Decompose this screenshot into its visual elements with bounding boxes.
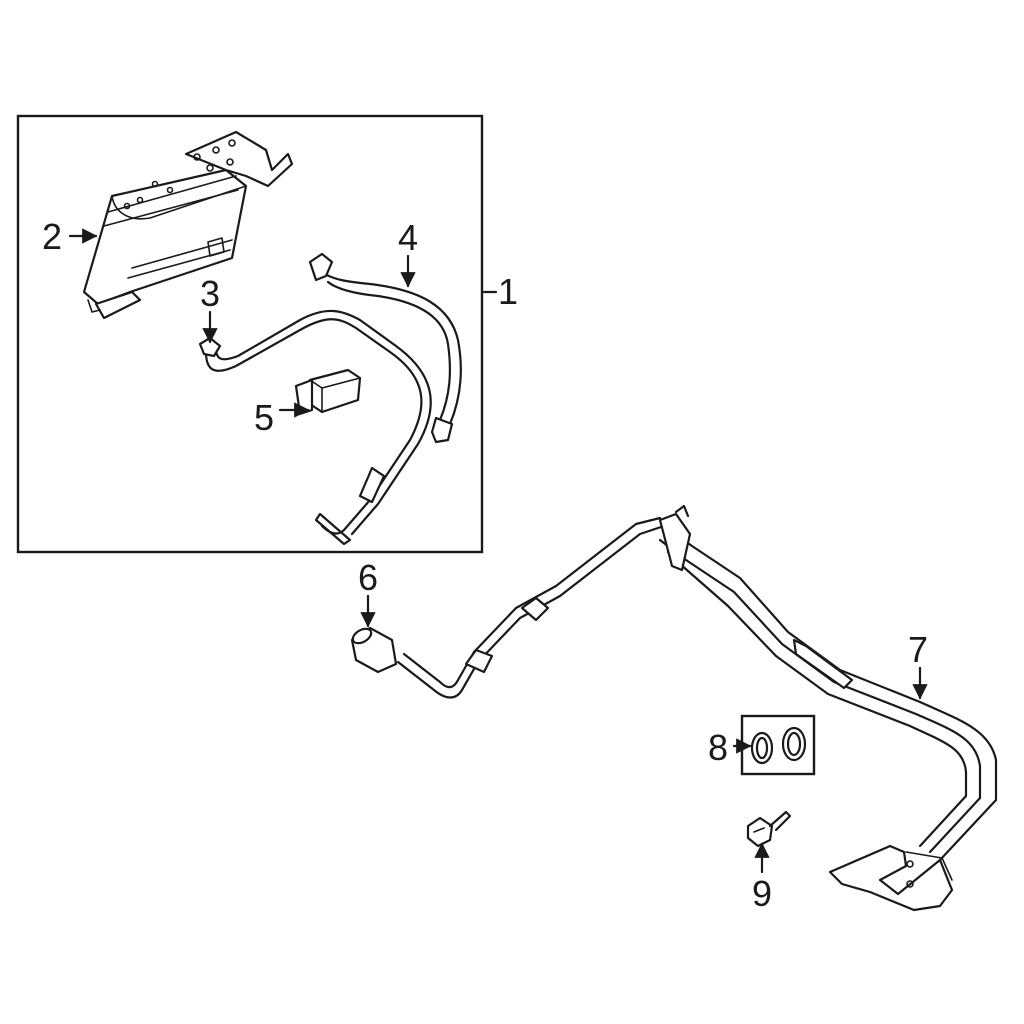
part-5-bracket [294, 368, 362, 416]
callout-6: 6 [358, 557, 378, 598]
part-2-oil-cooler [82, 130, 294, 320]
part-4-hose [308, 252, 462, 444]
part-8-o-rings [740, 714, 816, 776]
callout-9: 9 [752, 873, 772, 914]
leader-lines [68, 228, 928, 874]
callout-3: 3 [200, 273, 220, 314]
callout-1: 1 [498, 271, 518, 312]
part-6-cap [350, 626, 398, 674]
part-9-bolt [746, 810, 792, 848]
part-3-hose [198, 309, 432, 546]
callout-5: 5 [254, 397, 274, 438]
assembly-group-box [16, 114, 484, 554]
callout-2: 2 [42, 216, 62, 257]
part-7-cooler-line [396, 504, 998, 912]
callout-8: 8 [708, 727, 728, 768]
callout-7: 7 [908, 629, 928, 670]
callout-4: 4 [398, 217, 418, 258]
